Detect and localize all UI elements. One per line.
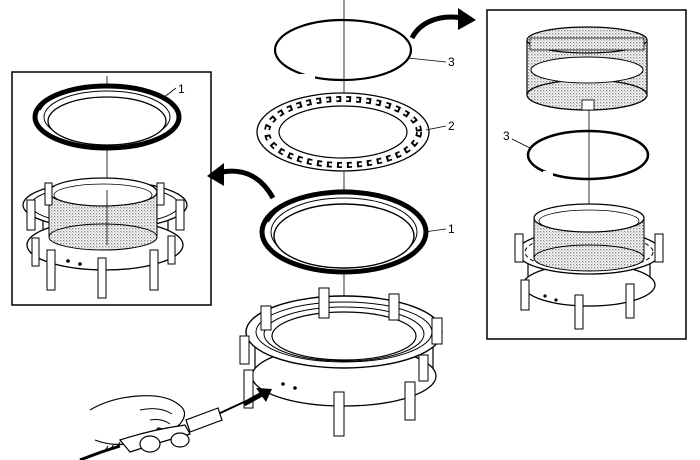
left-piston: [32, 83, 182, 151]
left-clutch-housing: [22, 177, 188, 299]
right-detail-panel: 3: [486, 9, 687, 340]
right-snap-ring: [526, 129, 650, 181]
center-piston: [259, 189, 429, 275]
curved-arrow-right-icon: [409, 14, 463, 40]
callout-center-piston: 1: [448, 222, 455, 236]
hand-with-air-nozzle: [79, 395, 245, 460]
center-exploded-stack: 3 2 1: [207, 0, 476, 437]
callout-right-snap-ring: 3: [503, 129, 510, 143]
callout-center-snap-ring: 3: [448, 55, 455, 69]
right-clutch-housing: [514, 203, 664, 330]
callout-center-spring: 2: [448, 119, 455, 133]
left-detail-panel: 1: [11, 71, 212, 306]
center-spring-plate: [256, 92, 430, 172]
center-snap-ring: [273, 18, 413, 82]
curved-arrow-left-icon: [221, 168, 276, 200]
center-clutch-housing: [239, 287, 443, 437]
callout-left-piston: 1: [178, 82, 185, 96]
right-band-ring: [526, 26, 648, 111]
arrow-air-icon: [242, 391, 264, 407]
